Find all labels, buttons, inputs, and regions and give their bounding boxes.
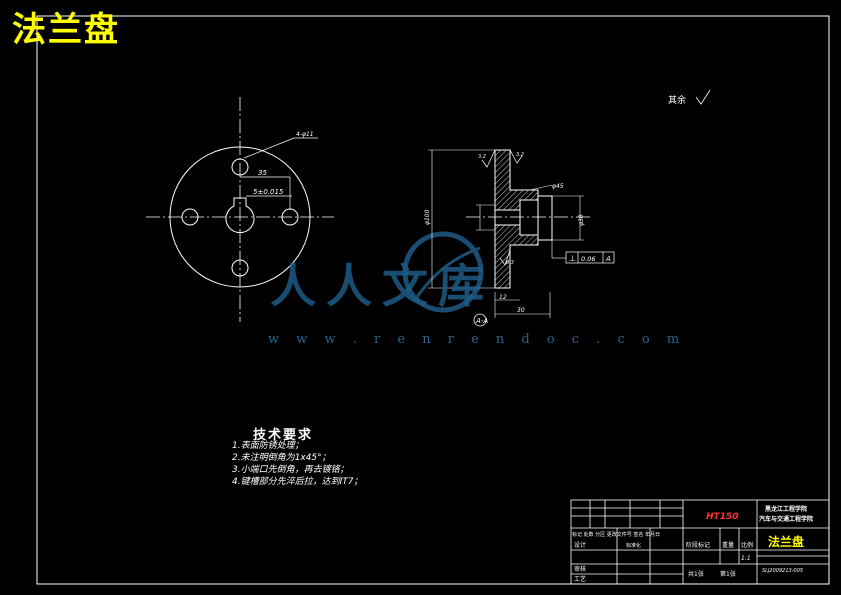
tech-req-item-4: 4.键槽部分先淬后拉，达到IT7； [232,477,363,487]
stage-label: 阶段标记 [686,541,710,549]
datum-label: A [605,255,611,263]
roughness-1: 3.2 [478,154,486,160]
designer-label: 设计 [574,541,586,549]
dept-name: 汽车与交通工程学院 [759,515,813,523]
reviewer-label: 审核 [574,565,586,573]
tech-req-title: 技术要求 [253,428,314,443]
standardize-label: 标准化 [626,542,641,549]
roughness-3: 6.3 [506,260,514,266]
watermark-logo-text: 人人文库 [270,259,494,313]
hole-label: 4-φ11 [296,131,314,138]
section-view [428,149,615,327]
dim-35: 35 [258,169,267,177]
section-label: A-A [475,317,488,325]
scale-value: 1:1 [741,555,751,562]
material: HT150 [706,512,738,522]
tolerance-value: 0.06 [581,255,595,263]
dim-phi100: φ100 [424,209,431,225]
dim-phi30: φ30 [578,214,585,226]
center-bore-with-keyway [225,197,255,234]
part-name: 法兰盘 [768,534,804,549]
school-name: 黑龙江工程学院 [765,505,807,513]
process-label: 工艺 [574,575,586,583]
dim-30: 30 [517,307,525,314]
mark-row: 标记 处数 分区 更改文件号 签名 年月日 [572,531,660,538]
roughness-2: 3.2 [516,152,524,158]
roughness-default-label: 其余 [668,94,686,106]
sheets-total: 共1张 [688,570,704,578]
scale-label: 比例 [741,541,753,549]
drawing-number: SLJ2009213-005 [762,568,803,574]
watermark-url: w w w . r e n r e n d o c . c o m [268,332,686,347]
dim-phi45: φ45 [552,183,564,190]
watermark-logo [402,231,484,313]
tech-req-item-1: 1.表面防锈处理； [232,441,304,451]
tolerance-symbol: ⊥ [569,254,576,263]
sheet-number: 第1张 [720,570,736,578]
drawing-title: 法兰盘 [12,10,120,50]
dim-12: 12 [499,294,507,301]
drawing-frame [36,15,830,585]
front-view [146,97,334,322]
tech-req-item-2: 2.未注明倒角为1x45°； [232,453,331,463]
tech-req-item-3: 3.小端口先倒角，再去镀铬； [232,465,349,475]
roughness-check-icon [695,89,711,105]
dim-keyway: 5±0.015 [253,188,284,196]
title-block [570,499,830,585]
weight-label: 重量 [722,541,734,549]
